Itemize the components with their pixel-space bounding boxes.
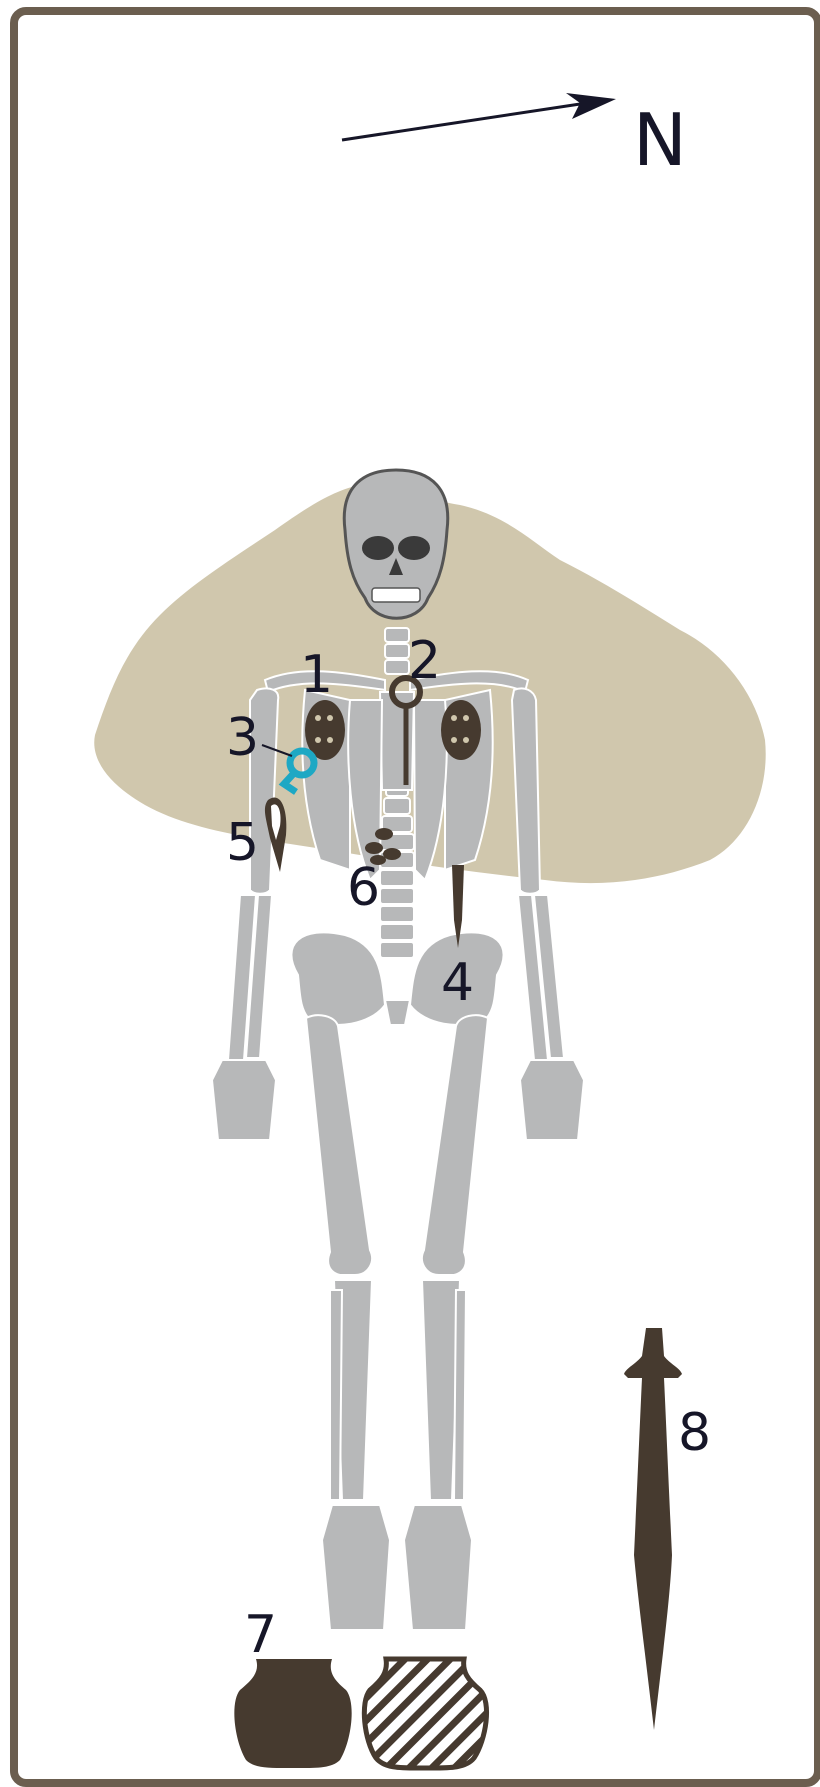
label-1: 1 — [300, 645, 333, 705]
label-3: 3 — [226, 708, 259, 768]
hatched-pot — [364, 1659, 486, 1768]
label-8: 8 — [678, 1403, 711, 1463]
label-6: 6 — [347, 858, 380, 918]
label-7: 7 — [244, 1605, 277, 1665]
label-5: 5 — [226, 813, 259, 873]
disc-ornament-right — [441, 700, 481, 760]
label-2: 2 — [408, 631, 441, 691]
north-label: N — [633, 98, 687, 182]
label-4: 4 — [441, 953, 474, 1013]
